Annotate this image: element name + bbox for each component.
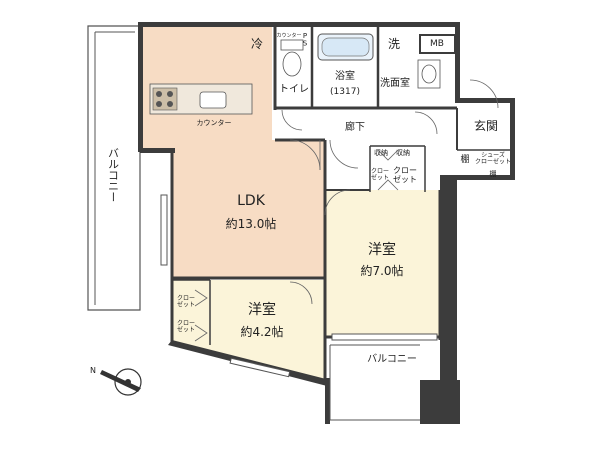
western-a-floor bbox=[325, 190, 440, 337]
entrance-name: 玄関 bbox=[474, 118, 498, 133]
compass bbox=[100, 368, 142, 396]
toilet-fixture bbox=[280, 39, 304, 77]
bath-size: (1317) bbox=[330, 87, 360, 97]
washer-label: 洗 bbox=[388, 37, 400, 51]
western-a-size: 約7.0帖 bbox=[360, 263, 403, 278]
toilet-name: トイレ bbox=[279, 84, 309, 95]
mb-label: MB bbox=[430, 39, 444, 49]
windows bbox=[160, 194, 438, 378]
north-label: N bbox=[90, 366, 96, 375]
shelf-left-label: 棚 bbox=[460, 153, 469, 165]
balcony-left bbox=[87, 25, 141, 311]
toilet-counter-label: カウンター bbox=[276, 32, 301, 39]
balcony-bottom-label: バルコニー bbox=[367, 353, 417, 365]
western-a-name: 洋室 bbox=[368, 241, 396, 258]
storage2-label: 収納 bbox=[396, 148, 410, 157]
shoe-closet-label: シューズクローゼット bbox=[475, 151, 511, 166]
washroom-name: 洗面室 bbox=[380, 76, 410, 89]
shelf-bottom-label: 棚 bbox=[490, 169, 497, 178]
ldk-name: LDK bbox=[237, 193, 266, 209]
closet-a-label: クローゼット bbox=[393, 166, 417, 184]
western-b-size: 約4.2帖 bbox=[240, 324, 283, 339]
door-swings bbox=[194, 79, 499, 342]
bathtub bbox=[317, 33, 374, 61]
kitchen-counter-label: カウンター bbox=[197, 118, 232, 127]
hallway-name: 廊下 bbox=[345, 120, 365, 133]
western-b-name: 洋室 bbox=[248, 301, 276, 318]
ldk-size: 約13.0帖 bbox=[226, 216, 277, 231]
wash-basin bbox=[417, 59, 441, 89]
closet-b1-label: クローゼット bbox=[177, 295, 195, 309]
balcony-left-label: バルコニー bbox=[107, 148, 120, 203]
balcony-bottom bbox=[329, 344, 420, 421]
closet-small-label: クローゼット bbox=[371, 168, 389, 182]
storage-label: 収納 bbox=[374, 148, 388, 157]
kitchen-counter bbox=[149, 83, 253, 115]
bath-name: 浴室 bbox=[335, 69, 355, 82]
closet-b2-label: クローゼット bbox=[177, 320, 195, 334]
fridge-label: 冷 bbox=[251, 37, 263, 51]
